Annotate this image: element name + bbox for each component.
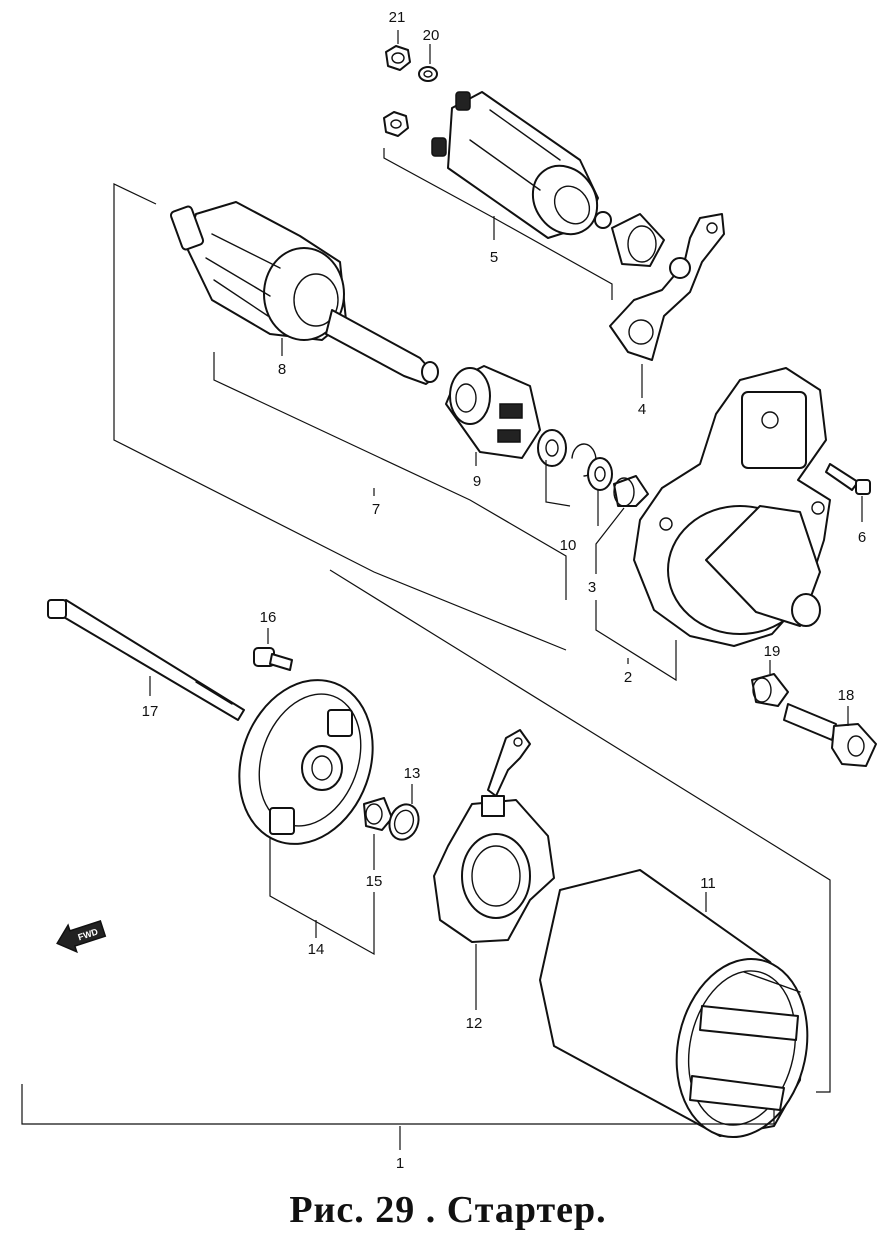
washer-part-20 (418, 66, 438, 82)
armature-part-8 (169, 201, 439, 385)
bushing-part-3 (613, 475, 649, 507)
bushing-part-19 (751, 673, 789, 707)
solenoid-part-5 (431, 91, 612, 239)
callout-15: 15 (366, 873, 383, 890)
callout-5: 5 (490, 249, 498, 266)
callout-12: 12 (466, 1015, 483, 1032)
callout-17: 17 (142, 703, 159, 720)
plunger-part (611, 213, 665, 267)
figure-caption: Рис. 29 . Стартер. (289, 1189, 607, 1231)
brush-holder-part-12 (433, 729, 555, 943)
front-direction-marker: FWD (56, 920, 107, 954)
callout-labels: 21 20 5 8 4 9 7 10 3 6 2 16 19 18 17 13 … (142, 9, 867, 1172)
overrunning-clutch-part-9 (445, 365, 541, 459)
callout-8: 8 (278, 361, 286, 378)
yoke-part-11 (539, 869, 809, 1139)
through-bolt-part-17 (47, 599, 245, 721)
callout-1: 1 (396, 1155, 404, 1172)
bushing-part-15 (363, 797, 393, 831)
callout-2: 2 (624, 669, 632, 686)
stopper-part-10 (537, 429, 567, 467)
nut-part-21 (385, 45, 411, 71)
washer-part (587, 457, 613, 491)
callout-11: 11 (700, 875, 716, 892)
callout-9: 9 (473, 473, 481, 490)
callout-13: 13 (404, 765, 421, 782)
callout-10: 10 (560, 537, 577, 554)
bolt-part-6 (825, 463, 871, 495)
callout-18: 18 (838, 687, 855, 704)
leader-lines (21, 30, 863, 1150)
end-frame-part-14 (238, 679, 374, 845)
callout-16: 16 (260, 609, 277, 626)
bolt-part-18 (783, 703, 877, 767)
callout-6: 6 (858, 529, 866, 546)
nut-small-part (383, 111, 409, 137)
callout-7: 7 (372, 501, 380, 518)
callout-21: 21 (389, 9, 406, 26)
callout-19: 19 (764, 643, 781, 660)
lever-part-4 (609, 213, 725, 361)
screw-part-16 (253, 647, 293, 671)
callout-20: 20 (423, 27, 440, 44)
callout-14: 14 (308, 941, 325, 958)
callout-3: 3 (588, 579, 596, 596)
callout-4: 4 (638, 401, 646, 418)
ring-part-13 (388, 803, 420, 841)
drive-housing-part-2 (633, 367, 831, 647)
